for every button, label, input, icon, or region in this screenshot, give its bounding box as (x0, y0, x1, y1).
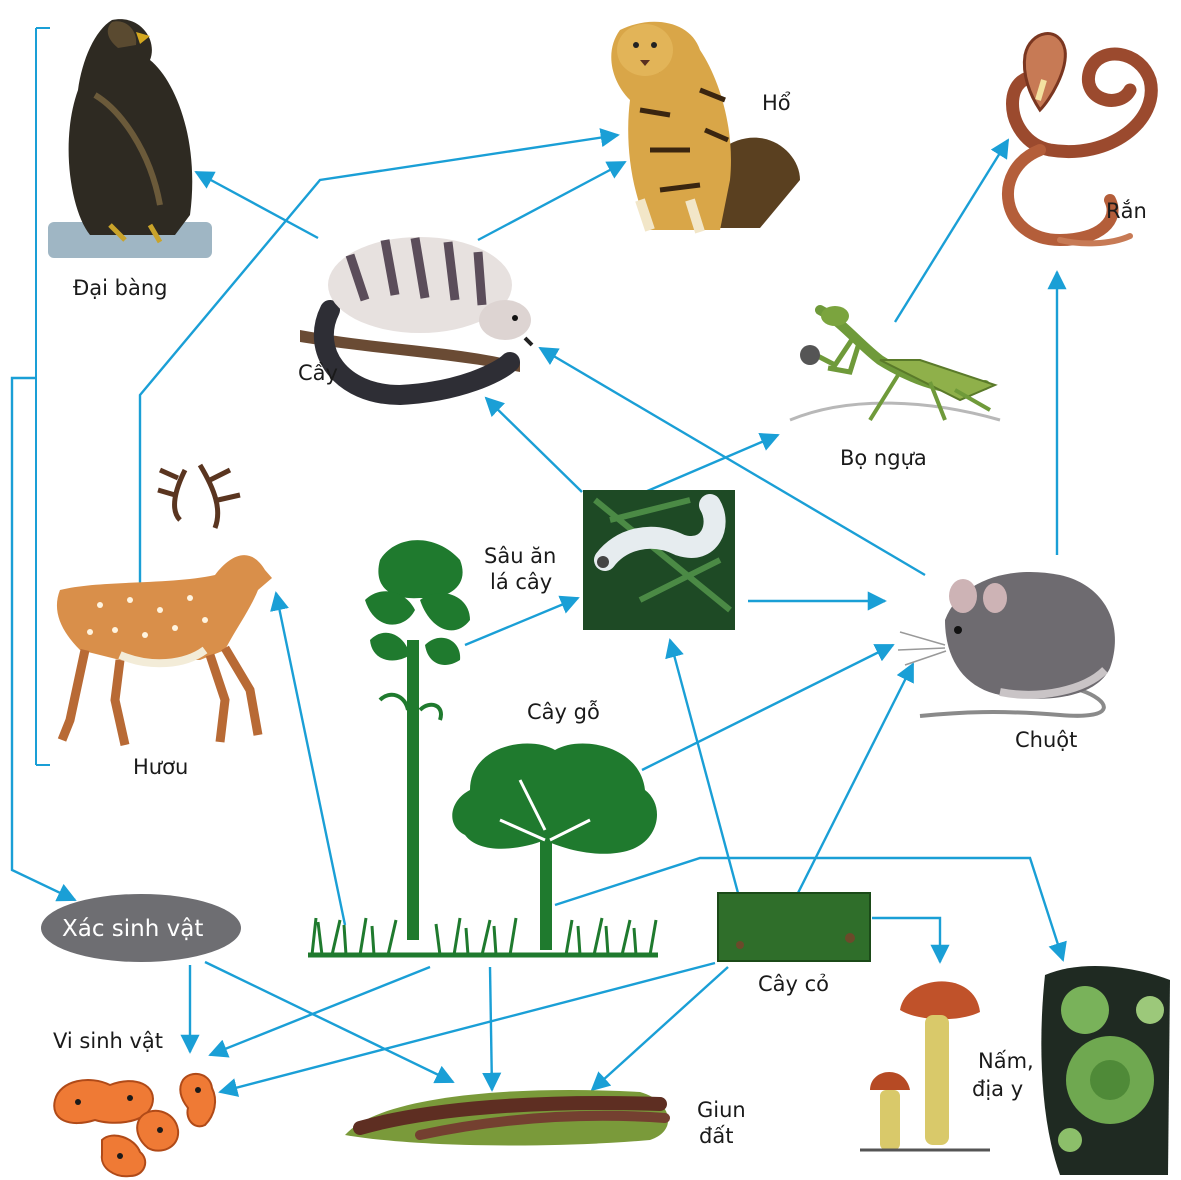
label-dead-matter: Xác sinh vật (62, 916, 203, 942)
arrow-mantis-to-snake (895, 140, 1008, 322)
microbes-illustration (54, 1074, 215, 1176)
arrow-caterpillar-to-mantis (645, 435, 778, 492)
broadleaf-tree-illustration (452, 743, 657, 950)
label-caterpillar-line2: lá cây (490, 570, 552, 594)
mouse-illustration (898, 572, 1115, 716)
label-snake: Rắn (1106, 199, 1147, 223)
arrow-grassland-to-earthworm (490, 967, 492, 1090)
label-mantis: Bọ ngựa (840, 446, 927, 470)
tiger-illustration (611, 22, 800, 232)
label-eagle: Đại bàng (73, 276, 168, 300)
label-civet: Cầy (298, 361, 338, 385)
label-deer: Hươu (133, 755, 188, 779)
mushroom-illustration (860, 981, 990, 1150)
arrow-broadtree-to-mouse (642, 645, 893, 770)
label-fungi-line2: địa y (972, 1077, 1023, 1101)
label-microbes: Vi sinh vật (53, 1029, 163, 1053)
label-tree: Cây gỗ (527, 699, 600, 724)
arrow-grass-to-earthworm (592, 967, 728, 1090)
arrow-grass-to-microbes (220, 963, 715, 1092)
eagle-illustration (48, 19, 212, 258)
label-earthworm-line2: đất (699, 1124, 733, 1148)
arrow-organisms-to-dead-matter (12, 378, 75, 900)
grassland-strip (308, 918, 658, 955)
label-earthworm-line1: Giun (697, 1098, 746, 1122)
grass-patch-illustration (718, 893, 870, 961)
label-tiger: Hổ (762, 91, 791, 115)
arrow-tree-to-caterpillar (465, 598, 578, 645)
arrow-civet-to-tiger (478, 162, 625, 240)
arrow-caterpillar-to-civet (486, 398, 582, 492)
label-grass: Cây cỏ (758, 972, 829, 996)
label-mouse: Chuột (1015, 728, 1077, 752)
tall-tree-illustration (365, 540, 470, 940)
mantis-illustration (790, 306, 1000, 420)
deer-illustration (57, 465, 272, 745)
caterpillar-illustration (583, 490, 735, 630)
arrow-grassland-to-deer (276, 593, 345, 925)
earthworm-illustration (345, 1090, 668, 1146)
lichen-illustration (1041, 966, 1170, 1175)
arrow-grass-to-mushroom (872, 918, 940, 962)
arrow-grass-to-caterpillar (670, 640, 738, 893)
label-caterpillar-line1: Sâu ăn (484, 544, 556, 568)
label-fungi-line1: Nấm, (978, 1049, 1034, 1073)
